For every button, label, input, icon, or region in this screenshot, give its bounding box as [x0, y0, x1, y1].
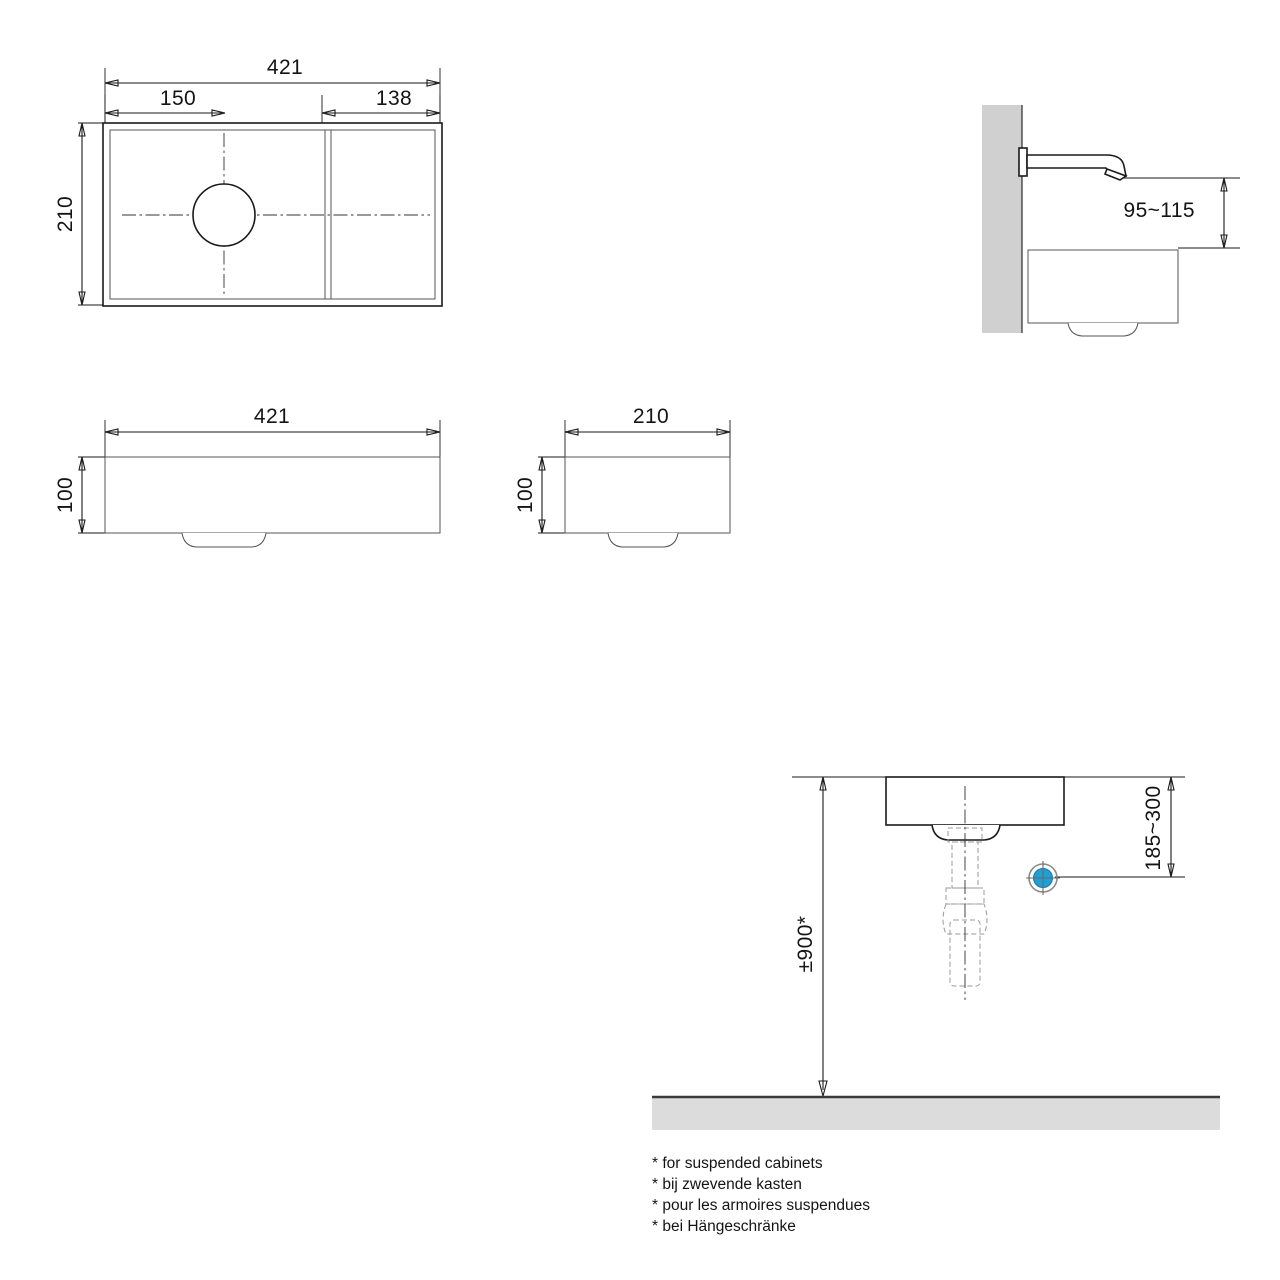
plan-label-right-section: 138	[376, 87, 412, 110]
footnote-line-4: * bei Hängeschränke	[652, 1218, 796, 1235]
sideelev-arrow-height-top	[538, 456, 546, 471]
footnote-line-1: * for suspended cabinets	[652, 1155, 823, 1172]
plan-arrow-138-left	[321, 109, 336, 117]
front-arrow-height-bottom	[78, 519, 86, 534]
install-basin-body	[885, 776, 1065, 826]
plan-arrow-210-top	[78, 122, 86, 137]
plan-label-total-width: 421	[267, 56, 303, 79]
install-label-trap-range: 185~300	[1142, 785, 1165, 870]
plan-arrow-150-right	[211, 109, 226, 117]
front-label-width: 421	[254, 405, 290, 428]
sideelev-arrow-height-bottom	[538, 519, 546, 534]
installation-view: ±900* 185~300	[652, 776, 1220, 1130]
plan-label-depth: 210	[54, 196, 77, 232]
faucet-label-spout-height: 95~115	[1123, 199, 1195, 222]
front-elevation-view: 421 100	[54, 405, 441, 548]
plan-arrow-421-left	[104, 79, 119, 87]
install-drain-flange	[931, 824, 1001, 841]
plan-arrow-210-bottom	[78, 291, 86, 306]
faucet-outlet-tip	[1103, 167, 1128, 181]
sideelev-label-height: 100	[514, 477, 537, 513]
install-arrow-trap-bottom	[1167, 863, 1175, 878]
install-arrow-trap-top	[1167, 776, 1175, 791]
plan-view: 421 150 138 210	[54, 56, 443, 307]
side-elevation-view: 210 100	[514, 405, 731, 548]
supply-connection-marker	[1026, 861, 1060, 895]
sideelev-basin-body	[564, 456, 731, 534]
faucet-arrow-bottom	[1220, 234, 1228, 249]
faucet-arrow-top	[1220, 177, 1228, 192]
sideelev-basin-underside-recess	[607, 532, 679, 548]
plan-arrow-138-right	[426, 109, 441, 117]
install-label-floor-to-basin: ±900*	[794, 916, 817, 973]
side-basin-body	[1027, 249, 1179, 324]
install-trap-bulb	[942, 903, 988, 935]
sideelev-label-depth: 210	[633, 405, 669, 428]
plan-basin-inner-outline	[109, 129, 436, 300]
front-arrow-width-right	[426, 428, 441, 436]
front-label-height: 100	[54, 477, 77, 513]
sideelev-arrow-depth-right	[716, 428, 731, 436]
front-arrow-width-left	[104, 428, 119, 436]
install-arrow-height-top	[819, 776, 827, 791]
plan-arrow-150-left	[104, 109, 119, 117]
install-arrow-height-bottom	[818, 1080, 828, 1099]
floor-slab	[652, 1098, 1220, 1130]
footnotes-block: * for suspended cabinets * bij zwevende …	[652, 1155, 870, 1235]
side-faucet-view: 95~115	[982, 105, 1240, 337]
front-arrow-height-top	[78, 456, 86, 471]
plan-label-drain-offset: 150	[160, 87, 196, 110]
sideelev-arrow-depth-left	[564, 428, 579, 436]
front-basin-underside-recess	[181, 532, 267, 548]
plan-drain-hole	[192, 183, 256, 247]
plan-arrow-421-right	[426, 79, 441, 87]
front-basin-body	[104, 456, 441, 534]
footnote-line-3: * pour les armoires suspendues	[652, 1197, 870, 1214]
footnote-line-2: * bij zwevende kasten	[652, 1176, 802, 1193]
install-trap-outlet-pipe	[949, 919, 981, 987]
wall-block	[982, 105, 1022, 333]
side-basin-underside-recess	[1067, 322, 1139, 337]
faucet-escutcheon	[1018, 147, 1028, 177]
